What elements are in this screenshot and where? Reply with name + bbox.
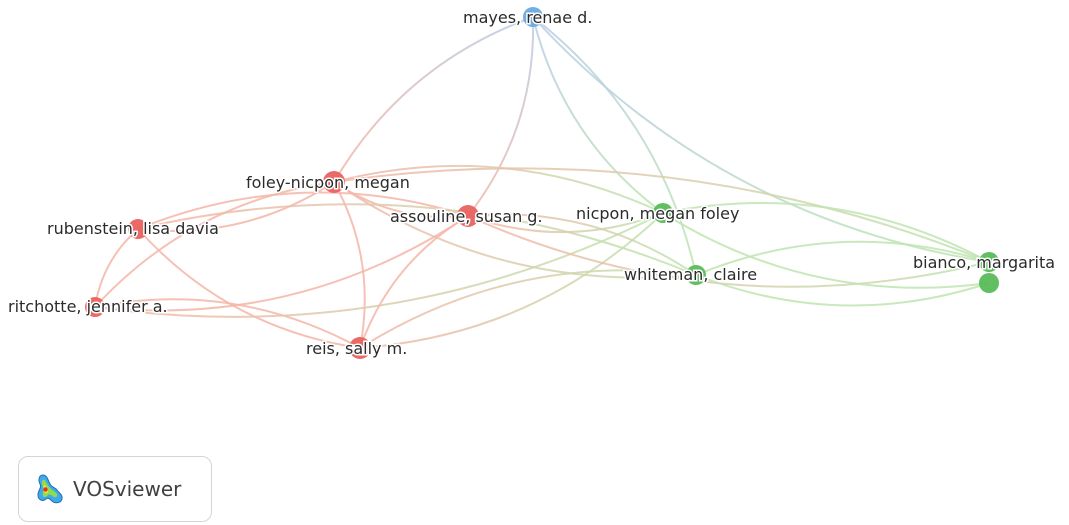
node-mayes[interactable] bbox=[523, 7, 543, 27]
link-rubenstein-assouline bbox=[137, 191, 469, 230]
link-assouline-whiteman bbox=[467, 213, 697, 276]
link-rubenstein-reis bbox=[137, 228, 361, 349]
vosviewer-label: VOSviewer bbox=[73, 477, 182, 501]
node-nicpon[interactable] bbox=[653, 203, 673, 223]
link-mayes-whiteman bbox=[532, 16, 697, 276]
link-foley-nicpon-reis bbox=[333, 181, 366, 349]
link-ritchotte-assouline bbox=[94, 215, 469, 312]
link-rubenstein-ritchotte bbox=[94, 228, 139, 308]
node-label-assouline[interactable]: assouline, susan g. bbox=[389, 206, 545, 228]
link-whiteman-bianco-2 bbox=[695, 274, 990, 307]
link-mayes-foley-nicpon bbox=[333, 16, 534, 183]
node-label-bianco[interactable]: bianco, margarita bbox=[912, 252, 1057, 274]
link-ritchotte-nicpon bbox=[94, 212, 664, 318]
link-reis-assouline bbox=[359, 215, 469, 349]
link-mayes-assouline bbox=[467, 16, 535, 217]
node-label-foley-nicpon[interactable]: foley-nicpon, megan bbox=[245, 172, 412, 194]
vosviewer-logo-icon bbox=[37, 474, 63, 504]
link-foley-nicpon-rubenstein bbox=[137, 181, 335, 232]
node-label-rubenstein[interactable]: rubenstein, lisa davia bbox=[46, 218, 221, 240]
node-rubenstein[interactable] bbox=[128, 219, 148, 239]
labels-layer: mayes, renae d. foley-nicpon, megan assoul… bbox=[7, 7, 1057, 360]
node-bianco-2[interactable] bbox=[979, 273, 999, 293]
link-ritchotte-reis bbox=[94, 298, 361, 349]
node-assouline[interactable] bbox=[457, 205, 479, 227]
vosviewer-badge[interactable]: VOSviewer bbox=[18, 456, 212, 522]
link-reis-nicpon bbox=[359, 212, 664, 349]
link-foley-nicpon-bianco bbox=[333, 167, 990, 263]
node-label-reis[interactable]: reis, sally m. bbox=[305, 338, 409, 360]
node-label-nicpon[interactable]: nicpon, megan foley bbox=[575, 203, 741, 225]
node-ritchotte[interactable] bbox=[85, 297, 105, 317]
node-reis[interactable] bbox=[349, 337, 371, 359]
link-nicpon-bianco-2 bbox=[662, 212, 990, 289]
node-label-mayes[interactable]: mayes, renae d. bbox=[462, 7, 594, 29]
nodes-layer bbox=[85, 7, 999, 359]
link-reis-whiteman bbox=[359, 269, 697, 349]
node-bianco[interactable] bbox=[979, 252, 999, 272]
node-label-ritchotte[interactable]: ritchotte, jennifer a. bbox=[7, 296, 170, 318]
link-assouline-nicpon bbox=[467, 212, 664, 234]
link-nicpon-bianco bbox=[662, 202, 990, 263]
link-foley-nicpon-ritchotte bbox=[94, 181, 335, 308]
link-whiteman-bianco bbox=[695, 240, 990, 276]
node-label-whiteman[interactable]: whiteman, claire bbox=[623, 264, 759, 286]
links-layer bbox=[94, 16, 990, 349]
node-foley-nicpon[interactable] bbox=[323, 171, 345, 193]
link-rubenstein-whiteman bbox=[137, 203, 697, 276]
node-whiteman[interactable] bbox=[686, 265, 706, 285]
link-mayes-nicpon bbox=[532, 16, 664, 214]
link-assouline-bianco bbox=[467, 215, 990, 288]
link-mayes-bianco bbox=[532, 16, 990, 263]
link-foley-nicpon-whiteman bbox=[333, 181, 697, 279]
